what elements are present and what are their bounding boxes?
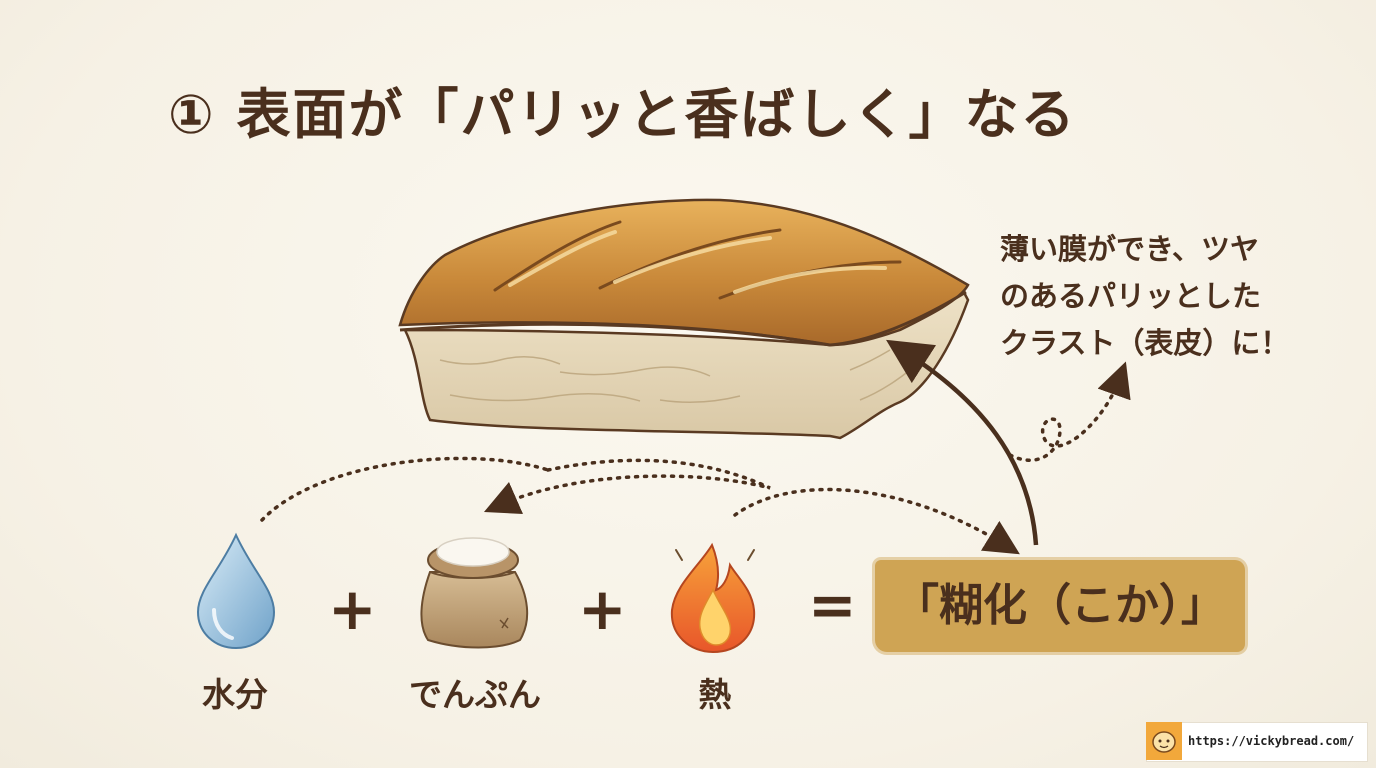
- crust-to-note-dotted-arrow: [1008, 361, 1131, 462]
- footer-url-link[interactable]: https://vickybread.com/: [1188, 734, 1355, 748]
- water-dotted-arrow: [260, 456, 550, 522]
- page-title: ① 表面が「パリッと香ばしく」なる: [168, 83, 1077, 146]
- plus-operator-2: +: [578, 575, 627, 643]
- ingredient-label-heat: 熱: [698, 675, 732, 714]
- bread-illustration: [398, 198, 970, 440]
- result-gelatinization: 「糊化（こか）」: [895, 580, 1225, 631]
- flour-sack-icon: [420, 537, 529, 649]
- result-to-crust-arrow: [886, 339, 1039, 546]
- equals-operator: =: [808, 571, 857, 639]
- fire-icon: [670, 542, 756, 654]
- result-highlight: [875, 560, 1245, 652]
- heat-to-result-dotted-arrow: [733, 487, 1020, 555]
- bread-logo-icon: [1146, 722, 1182, 760]
- ingredient-label-starch: でんぷん: [409, 675, 541, 714]
- footer-badge: [1146, 722, 1368, 762]
- ingredient-label-water: 水分: [202, 675, 268, 714]
- plus-operator-1: +: [328, 575, 377, 643]
- water-drop-icon: [196, 532, 276, 650]
- crust-note: 薄い膜ができ、ツヤ のあるパリッとした クラスト（表皮）に！: [1000, 232, 1290, 360]
- water-to-starch-dotted-arrow: [483, 458, 771, 515]
